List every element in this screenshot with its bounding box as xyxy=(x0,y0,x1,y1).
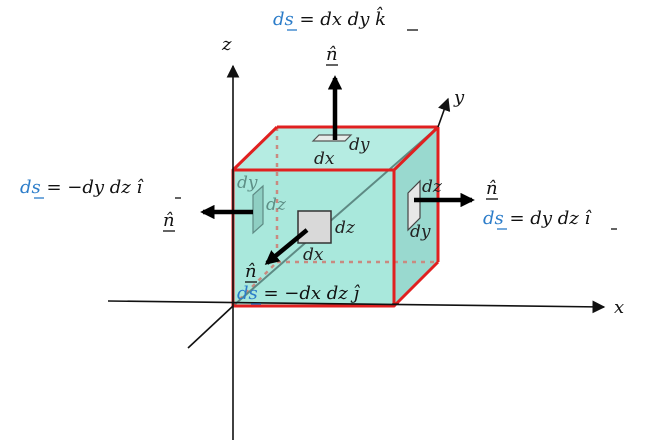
right-dz-label: dz xyxy=(422,177,443,197)
cube xyxy=(232,126,439,307)
cube-top-face xyxy=(233,127,438,170)
left-area-patch xyxy=(252,184,264,235)
x-axis xyxy=(107,300,606,314)
front-normal-label: n̂ xyxy=(245,261,257,282)
front-dz-label: dz xyxy=(335,218,356,238)
cube-red-edges xyxy=(231,125,440,308)
front-ds-equation: ds = −dx dz ĵ xyxy=(237,283,361,304)
front-dx-label: dx xyxy=(303,245,324,265)
right-normal-label: n̂ xyxy=(486,178,498,199)
top-dx-label: dx xyxy=(314,149,335,169)
top-area-patch xyxy=(311,134,353,142)
right-ds-equation: ds = dy dz î xyxy=(483,208,592,229)
right-dy-label: dy xyxy=(410,222,431,242)
top-dy-label: dy xyxy=(349,135,370,155)
x-axis-label: x xyxy=(614,297,624,318)
top-ds-equation: ds = dx dy k̂ xyxy=(273,5,386,30)
front-area-patch xyxy=(297,210,332,244)
y-axis-label: y xyxy=(453,87,465,108)
right-area-patch xyxy=(407,179,421,232)
y-axis-outer xyxy=(437,97,451,128)
top-normal-label: n̂ xyxy=(326,44,338,65)
z-axis-label: z xyxy=(221,34,232,55)
left-dy-label: dy xyxy=(237,173,258,193)
y-axis-negative xyxy=(187,305,234,349)
y-axis-inner xyxy=(232,126,439,307)
left-normal-label: n̂ xyxy=(163,210,175,231)
left-dz-label: dz xyxy=(266,195,287,215)
axes xyxy=(107,64,606,440)
front-normal-arrow xyxy=(264,228,309,265)
normal-arrows xyxy=(200,75,475,265)
left-ds-equation: ds = −dy dz î xyxy=(20,177,145,198)
